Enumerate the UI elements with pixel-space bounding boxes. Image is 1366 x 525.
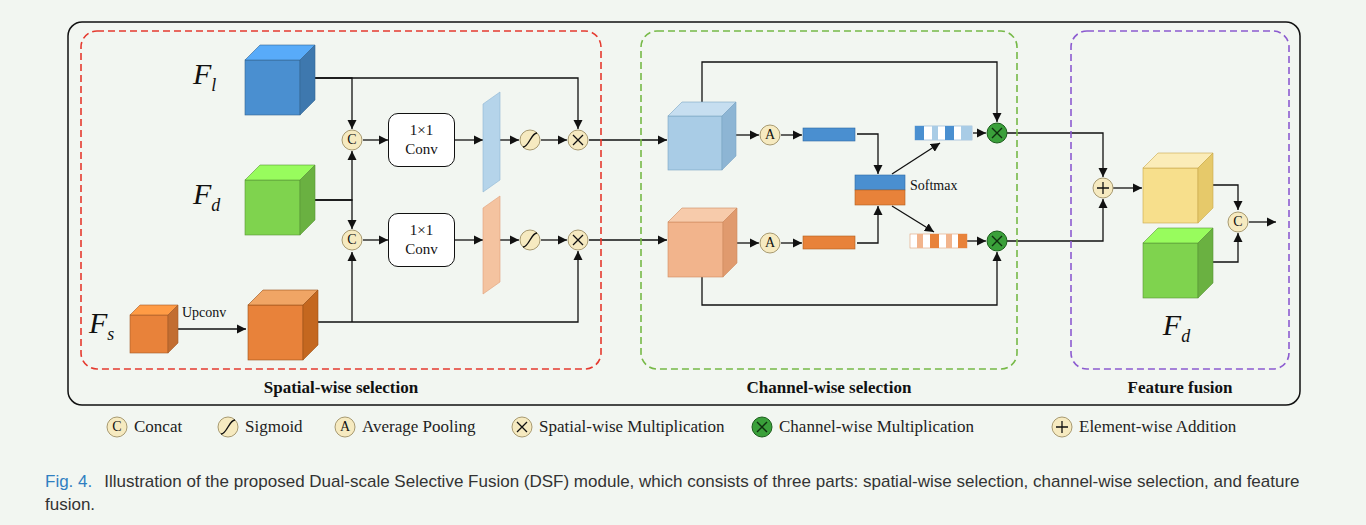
wire: [455, 139, 483, 140]
wire: [781, 134, 802, 135]
operator-letter: C: [347, 233, 356, 247]
wire: [1113, 187, 1142, 188]
connector: [363, 139, 388, 140]
caption: Illustration of the proposed Dual-scale …: [45, 472, 1300, 514]
figure-number: Fig. 4.: [45, 472, 92, 491]
wire: [737, 242, 759, 243]
wire: [967, 240, 986, 241]
conv-label: 1×1 Conv: [395, 221, 448, 259]
connector: [1213, 233, 1238, 262]
feature-cube: [248, 290, 318, 360]
feature-label: Fl: [193, 59, 216, 94]
wire: [1007, 199, 1103, 241]
wire: [702, 252, 997, 305]
conv-label: 1×1 Conv: [395, 121, 448, 159]
operator-letter: C: [347, 133, 356, 147]
subscript: d: [1181, 326, 1190, 346]
wire: [500, 239, 519, 240]
add-symbol: [1093, 178, 1113, 198]
region-box: Feature fusion C Fd: [1070, 30, 1290, 402]
cube-shape: [245, 45, 315, 115]
wire: [781, 242, 802, 243]
attention-map: [483, 92, 500, 192]
feature-label: Fd: [193, 179, 220, 214]
wire: [1213, 185, 1238, 210]
legend-symbol: [107, 417, 1072, 437]
legend-text: Element-wise Addition: [1079, 417, 1236, 437]
wire: [892, 206, 934, 232]
legend-text: Spatial-wise Multiplication: [539, 417, 725, 437]
feature-cube: Fs: [85, 300, 178, 358]
wire: [857, 206, 878, 243]
wire: [1007, 133, 1103, 177]
multiply-symbol: [568, 130, 588, 250]
legend-text: Concat: [134, 417, 182, 437]
channel-multiply-symbol: [987, 123, 1007, 251]
cube-shape: [245, 165, 315, 235]
operator-circle: A: [759, 124, 781, 146]
wire: [892, 143, 940, 174]
operator-letter: A: [765, 128, 775, 142]
wire: [455, 239, 483, 240]
wire: [351, 252, 352, 322]
wire: [178, 328, 246, 329]
feature-cube: Fd: [1140, 228, 1213, 340]
operator-letter: A: [765, 236, 775, 250]
channel-vector: [803, 128, 905, 249]
connector: [315, 78, 352, 129]
feature-cube: Fd: [185, 165, 315, 235]
wire: [541, 139, 567, 140]
subscript: s: [107, 324, 114, 344]
feature-cube: [668, 208, 737, 277]
operator-circle: C: [1227, 211, 1249, 233]
wire: [1249, 221, 1276, 222]
wire: [500, 139, 519, 140]
subscript: d: [211, 195, 220, 215]
legend-text: Sigmoid: [245, 417, 303, 437]
region-title: Spatial-wise selection: [80, 378, 602, 398]
process-box: 1×1 Conv: [388, 213, 455, 267]
annotation: Softmax: [910, 179, 957, 193]
subscript: l: [211, 75, 216, 95]
feature-label: Fd: [1140, 310, 1213, 345]
wire: [857, 134, 878, 174]
connector: [363, 239, 388, 240]
attention-map: [483, 196, 500, 294]
wire: [736, 134, 759, 135]
sigmoid-symbol: [520, 130, 540, 250]
caption-block: Fig. 4.Illustration of the proposed Dual…: [45, 470, 1350, 516]
wire: [541, 239, 567, 240]
dashed-region: [640, 30, 1018, 370]
legend-letter: C: [112, 420, 121, 434]
wire: [702, 62, 997, 122]
feature-label: Fs: [89, 308, 114, 343]
weighted-vector: [910, 126, 972, 248]
feature-cube: [1143, 153, 1213, 223]
operator-circle: C: [341, 129, 363, 151]
feature-cube: [668, 102, 736, 170]
region-title: Channel-wise selection: [640, 378, 1018, 398]
connector: [315, 151, 352, 200]
connector: [315, 200, 352, 229]
operator-letter: C: [1233, 215, 1242, 229]
process-box: 1×1 Conv: [388, 113, 455, 167]
cube-shape: [130, 305, 178, 353]
wire: [973, 132, 986, 133]
legend-text: Average Pooling: [362, 417, 475, 437]
operator-circle: A: [759, 232, 781, 254]
annotation: Upconv: [182, 306, 226, 320]
feature-cube: Fl: [185, 45, 315, 115]
cube-shape: [1143, 228, 1213, 298]
legend-text: Channel-wise Multiplication: [779, 417, 974, 437]
region-title: Feature fusion: [1070, 378, 1290, 398]
region-box: Spatial-wise selection FlFdFs C C 1×1 Conv 1×…: [80, 30, 602, 402]
operator-circle: C: [341, 229, 363, 251]
outer-frame: [68, 22, 1300, 405]
legend-letter: A: [340, 420, 350, 434]
region-box: Channel-wise selection A A: [640, 30, 1018, 402]
